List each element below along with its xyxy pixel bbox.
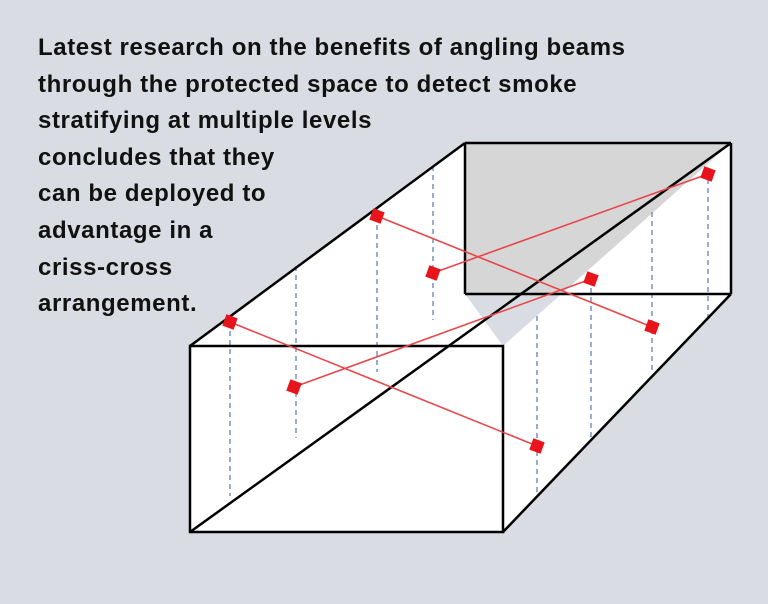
beam-4	[293, 278, 592, 388]
caption-line-1: Latest research on the benefits of angli…	[38, 34, 626, 61]
detector-icon	[425, 265, 441, 281]
front-face	[190, 346, 503, 532]
detector-icon	[222, 314, 238, 330]
caption-line-4: concludes that they	[38, 143, 275, 171]
beams	[229, 173, 709, 447]
box-outline	[188, 141, 733, 534]
right-face	[503, 143, 731, 532]
beam-2	[376, 215, 653, 328]
detector-icon	[369, 208, 385, 224]
beam-1	[229, 321, 538, 447]
caption-line-7: criss-cross	[38, 253, 173, 281]
detector-icon	[286, 379, 302, 395]
detector-icon	[583, 271, 599, 287]
caption-line-8: arrangement.	[38, 290, 198, 318]
detector-icon	[529, 438, 545, 454]
detector-icon	[644, 319, 660, 335]
caption-line-6: advantage in a	[38, 216, 214, 244]
caption-line-3: stratifying at multiple levels	[38, 107, 373, 135]
left-face	[190, 143, 503, 346]
caption-text: Latest research on the benefits of angli…	[38, 30, 626, 323]
caption-line-2: through the protected space to detect sm…	[38, 70, 578, 98]
detector-icon	[700, 166, 716, 182]
beam-3	[432, 173, 709, 274]
caption-line-5: can be deployed to	[38, 180, 267, 208]
detectors	[222, 166, 716, 454]
diagonal-plane-edge	[189, 141, 732, 534]
